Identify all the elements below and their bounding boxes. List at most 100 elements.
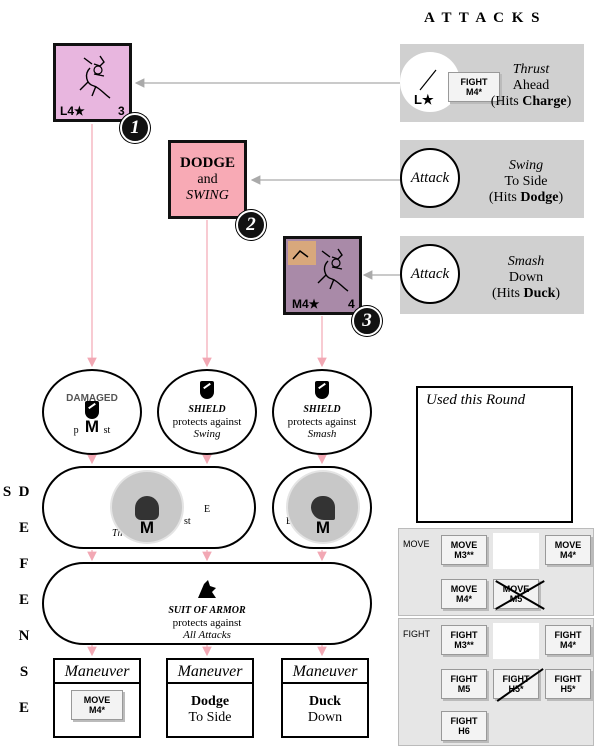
charge-counter-number: 3 [118, 104, 125, 118]
fight-chit[interactable]: FIGHT H6 [441, 711, 487, 741]
shield-line3: Smash [307, 428, 337, 440]
dodge-swing-counter[interactable]: DODGE and SWING [168, 140, 247, 219]
maneuver-line1: Duck [309, 694, 341, 709]
pill1-line1: E [204, 504, 211, 515]
badge-3: 3 [352, 306, 382, 336]
thrust-circle-code: L★ [414, 92, 434, 107]
damaged-label: DAMAGED [66, 393, 118, 404]
maneuver-line2: To Side [188, 710, 232, 725]
attack-dir: Ahead [512, 78, 550, 93]
maneuver-box-charge[interactable]: Maneuver e MOVE M4* [53, 658, 141, 738]
used-this-round-box[interactable]: Used this Round [416, 386, 573, 523]
chit-line2: M5 [509, 594, 523, 604]
defense-oval-shield-smash[interactable]: SHIELD protects against Smash [272, 369, 372, 455]
chit-line1: FIGHT [460, 77, 488, 87]
chit-line1: FIGHT [502, 674, 530, 684]
shield-title: SHIELD [303, 404, 341, 415]
armor-icon [198, 580, 216, 598]
fight-chit[interactable]: FIGHT M5 [441, 669, 487, 699]
attack-circle-smash[interactable]: Attack [400, 244, 460, 304]
empty-slot[interactable] [493, 533, 539, 569]
chit-line1: MOVE [450, 540, 478, 550]
defense-suit-of-armor[interactable]: SUIT OF ARMOR protects against All Attac… [42, 562, 372, 645]
pill1-line2: st [184, 516, 191, 527]
helmet-icon [135, 496, 159, 520]
maneuver-title: Maneuver [55, 660, 139, 684]
chit-line1: FIGHT [450, 630, 478, 640]
duck-counter[interactable]: M4★ 4 [283, 236, 362, 315]
chit-line2: M4* [559, 550, 576, 560]
chit-line1: MOVE [83, 695, 111, 705]
rider-icon [79, 55, 111, 99]
attack-name: Smash [507, 254, 545, 269]
chit-line2: H5* [560, 684, 576, 694]
chit-line2: H5* [508, 684, 524, 694]
chit-line1: MOVE [502, 584, 530, 594]
disc-letter: M [315, 518, 331, 537]
duck-counter-number: 4 [348, 297, 355, 311]
rider-icon [317, 248, 349, 292]
shield-line2: protects against [172, 416, 242, 428]
maneuver-move-chit[interactable]: MOVE M4* [71, 690, 123, 720]
dodge-line3: SWING [186, 188, 229, 203]
defense-oval-1[interactable]: DAMAGED M p st [42, 369, 142, 455]
attack-panel-swing: Attack Swing To Side (Hits Dodge) [400, 140, 584, 218]
attacks-title: A T T A C K S [424, 10, 542, 26]
chit-line2: M3** [454, 550, 474, 560]
attack-text-swing: Swing To Side (Hits Dodge) [468, 158, 584, 206]
maneuver-line2: Down [307, 710, 343, 725]
maneuver-title: Maneuver [283, 660, 367, 684]
dodge-line2: and [197, 172, 218, 187]
fight-chit-slashed[interactable]: FIGHT H5* [493, 669, 539, 699]
armor-title: SUIT OF ARMOR [168, 605, 246, 616]
helmet-damage-disc: M [288, 472, 358, 542]
attack-text-thrust: Thrust Ahead (Hits Charge) [478, 62, 584, 110]
shield-icon [274, 381, 370, 402]
chit-line1: FIGHT [554, 674, 582, 684]
armor-line3: All Attacks [183, 629, 231, 641]
chit-line2: M5 [457, 684, 471, 694]
maneuver-title: Maneuver [168, 660, 252, 684]
thrust-fight-chit[interactable]: FIGHT M4* [448, 72, 500, 102]
chit-line2: M4* [465, 87, 482, 97]
shield-title: SHIELD [188, 404, 226, 415]
fight-chit[interactable]: FIGHT M3** [441, 625, 487, 655]
oval1-under: p st [73, 425, 111, 436]
chit-line1: MOVE [450, 584, 478, 594]
chit-line2: M3** [454, 640, 474, 650]
move-chit-crossed[interactable]: MOVE M5 [493, 579, 539, 609]
move-chit[interactable]: MOVE M4* [441, 579, 487, 609]
attack-panel-thrust: L★ FIGHT M4* Thrust Ahead (Hits Charge) [400, 44, 584, 122]
badge-1: 1 [120, 113, 150, 143]
attack-text-smash: Smash Down (Hits Duck) [468, 254, 584, 302]
defenses-title: D E F E N S E S [0, 484, 32, 718]
chit-line1: FIGHT [450, 674, 478, 684]
attack-hits: (Hits Dodge) [488, 190, 564, 205]
defense-helmet-pill-wide[interactable]: E st Th wing M [42, 466, 256, 549]
pill2-fragment: B [286, 516, 293, 527]
attack-hits: (Hits Duck) [491, 286, 561, 301]
attack-circle-swing[interactable]: Attack [400, 148, 460, 208]
maneuver-box-dodge[interactable]: Maneuver Dodge To Side [166, 658, 254, 738]
move-chit[interactable]: MOVE M3** [441, 535, 487, 565]
fight-tray-label: FIGHT [403, 629, 430, 639]
charge-counter-code: L4★ [60, 104, 85, 118]
dodge-line1: DODGE [179, 155, 235, 171]
fight-chit[interactable]: FIGHT M4* [545, 625, 591, 655]
charge-counter[interactable]: L4★ 3 [53, 43, 132, 122]
attack-dir: To Side [504, 174, 548, 189]
defense-helmet-pill-narrow[interactable]: B M [272, 466, 372, 549]
empty-slot[interactable] [493, 623, 539, 659]
maneuver-box-duck[interactable]: Maneuver Duck Down [281, 658, 369, 738]
shield-icon [85, 401, 99, 422]
move-tray-label: MOVE [403, 539, 430, 549]
badge-2: 2 [236, 210, 266, 240]
chit-line2: M4* [455, 594, 472, 604]
defense-oval-shield-swing[interactable]: SHIELD protects against Swing [157, 369, 257, 455]
fight-chit[interactable]: FIGHT H5* [545, 669, 591, 699]
attack-dir: Down [508, 270, 544, 285]
used-this-round-label: Used this Round [426, 392, 526, 408]
attack-name: Thrust [512, 62, 550, 77]
move-chit[interactable]: MOVE M4* [545, 535, 591, 565]
attack-name: Swing [508, 158, 544, 173]
